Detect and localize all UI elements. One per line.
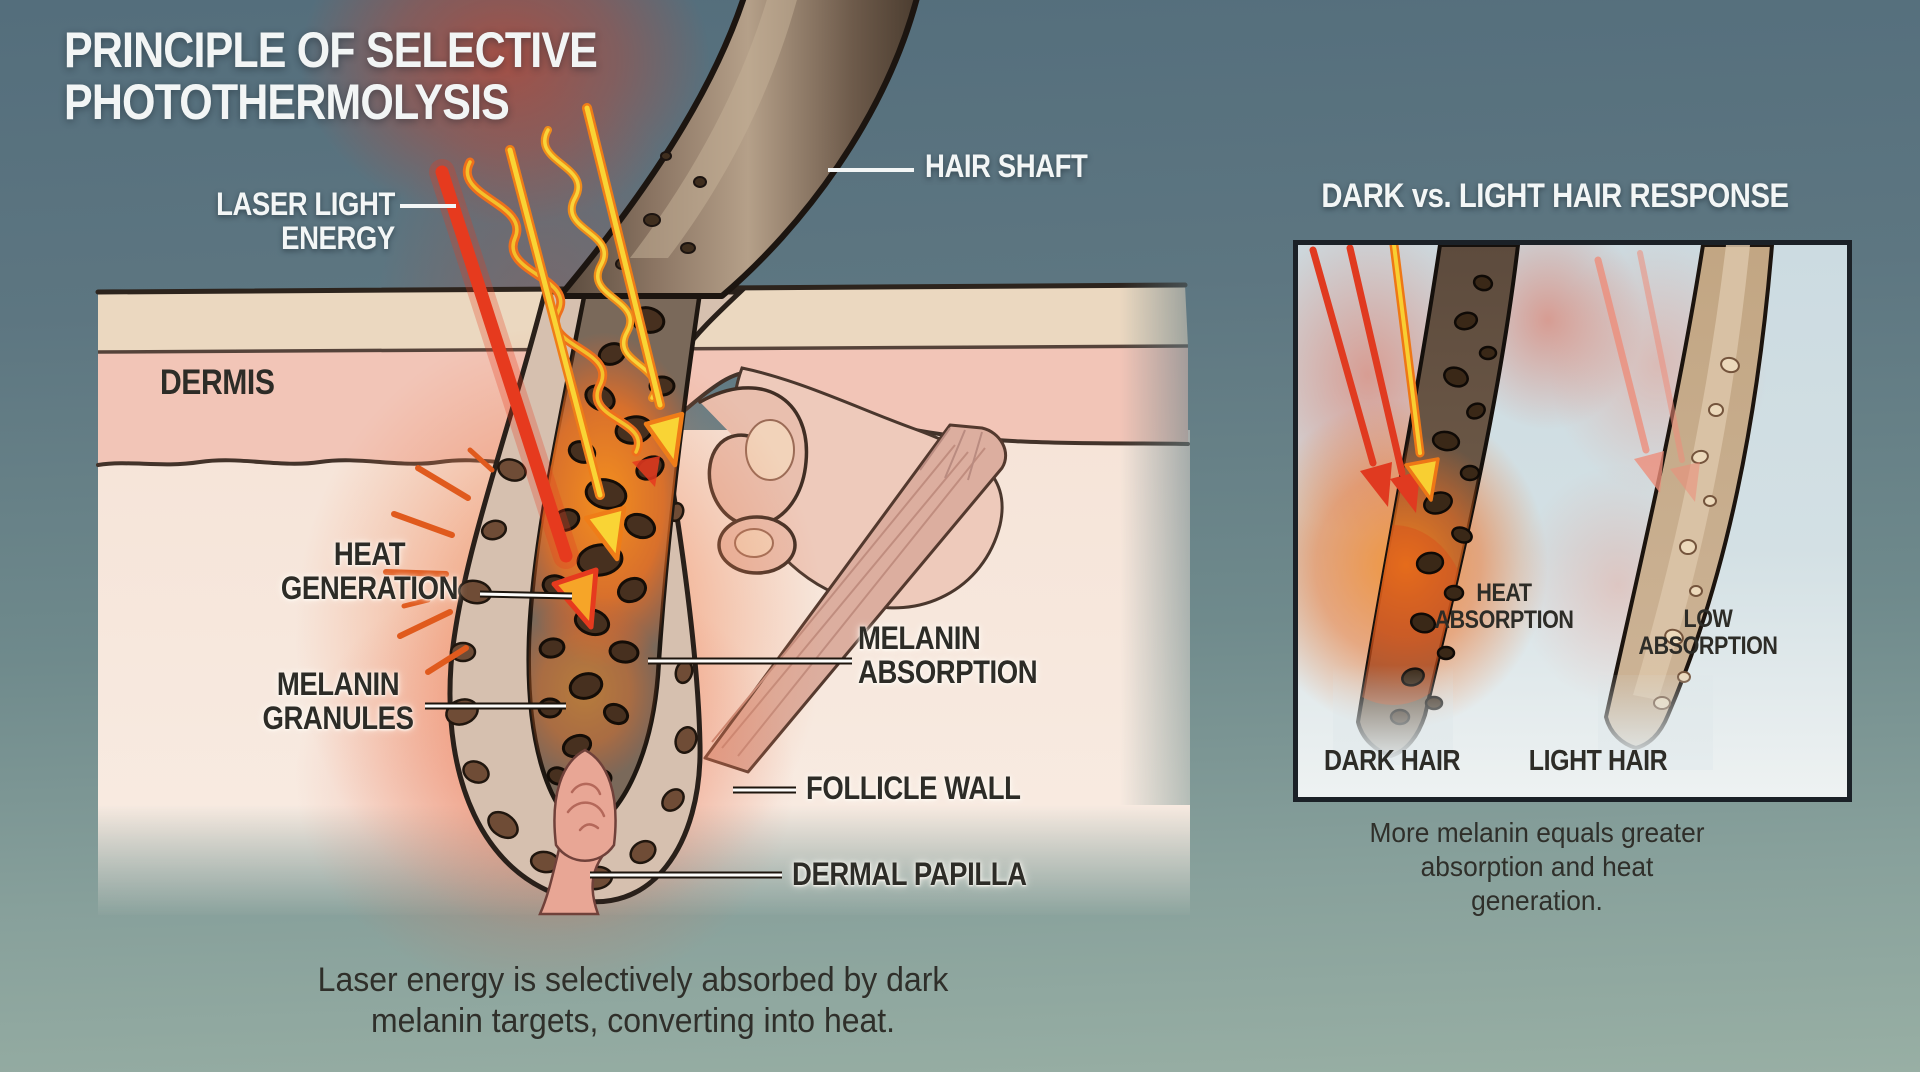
- label-dark-hair: DARK HAIR: [1323, 745, 1461, 777]
- label-heat-generation: HEAT GENERATION: [280, 536, 459, 606]
- dark-hair-illustration: [1333, 245, 1520, 765]
- laser-beams: [429, 103, 685, 630]
- label-melanin-granules: MELANIN GRANULES: [262, 666, 414, 736]
- leader-line-heat-generation: [479, 590, 573, 600]
- comparison-panel: [1293, 240, 1852, 802]
- dermal-papilla-illustration: [538, 748, 617, 916]
- label-follicle-wall: FOLLICLE WALL: [806, 770, 1021, 806]
- label-dermis: DERMIS: [160, 363, 275, 402]
- label-laser-light-energy: LASER LIGHT ENERGY: [216, 186, 395, 256]
- panel-caption: More melanin equals greater absorption a…: [1369, 817, 1705, 917]
- label-dermal-papilla: DERMAL PAPILLA: [792, 856, 1027, 892]
- page-title: PRINCIPLE OF SELECTIVE PHOTOTHERMOLYSIS: [64, 22, 598, 130]
- label-melanin-absorption: MELANIN ABSORPTION: [858, 620, 1038, 690]
- label-low-absorption: LOW ABSORPTION: [1638, 605, 1778, 660]
- laser-arrows-dark-hair: [1309, 245, 1440, 513]
- label-heat-absorption: HEAT ABSORPTION: [1434, 579, 1574, 634]
- main-caption: Laser energy is selectively absorbed by …: [317, 961, 949, 1041]
- comparison-illustration: [1298, 245, 1774, 770]
- leader-lines: [400, 168, 914, 879]
- heat-starburst: [383, 447, 495, 675]
- hair-shaft-illustration: [557, 0, 920, 299]
- panel-title: DARK vs. LIGHT HAIR RESPONSE: [1321, 177, 1789, 215]
- label-light-hair: LIGHT HAIR: [1528, 745, 1668, 777]
- label-hair-shaft: HAIR SHAFT: [925, 148, 1088, 184]
- laser-arrows-light-hair: [1594, 250, 1700, 502]
